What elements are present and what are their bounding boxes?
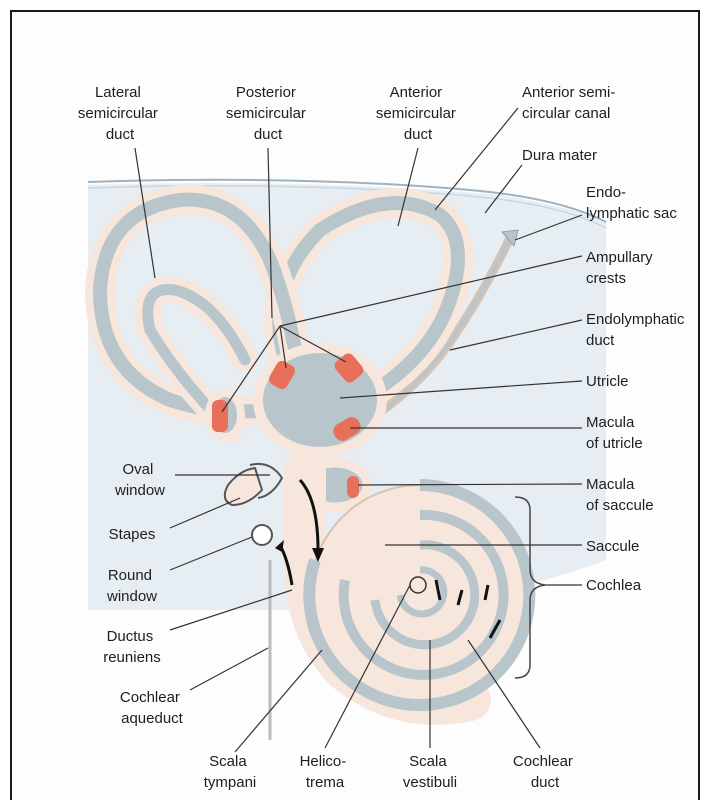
ampullary-crest-lateral <box>212 400 228 432</box>
label-ductus-reuniens: Ductus reuniens <box>103 628 161 666</box>
label-helicotrema: Helico- trema <box>300 753 351 791</box>
label-anterior-semicircular-canal: Anterior semi- circular canal <box>522 84 620 122</box>
label-scala-vestibuli: Scala vestibuli <box>403 753 457 791</box>
label-utricle: Utricle <box>586 373 629 390</box>
label-cochlear-duct: Cochlear duct <box>513 753 577 791</box>
label-posterior-semicircular-duct: Posterior semicircular duct <box>226 84 310 143</box>
label-cochlea: Cochlea <box>586 577 642 594</box>
macula-of-saccule <box>347 476 359 498</box>
round-window-shape <box>252 525 272 545</box>
label-saccule: Saccule <box>586 538 639 555</box>
label-lateral-semicircular-duct: Lateral semicircular duct <box>78 84 162 143</box>
label-anterior-semicircular-duct: Anterior semicircular duct <box>376 84 460 143</box>
label-endolymphatic-sac: Endo- lymphatic sac <box>586 184 677 222</box>
label-cochlear-aqueduct: Cochlear aqueduct <box>120 689 184 727</box>
cochlea-spiral <box>309 485 530 705</box>
label-dura-mater: Dura mater <box>522 147 597 164</box>
label-scala-tympani: Scala tympani <box>204 753 257 791</box>
utricle-body <box>258 348 382 452</box>
label-stapes: Stapes <box>109 526 156 543</box>
